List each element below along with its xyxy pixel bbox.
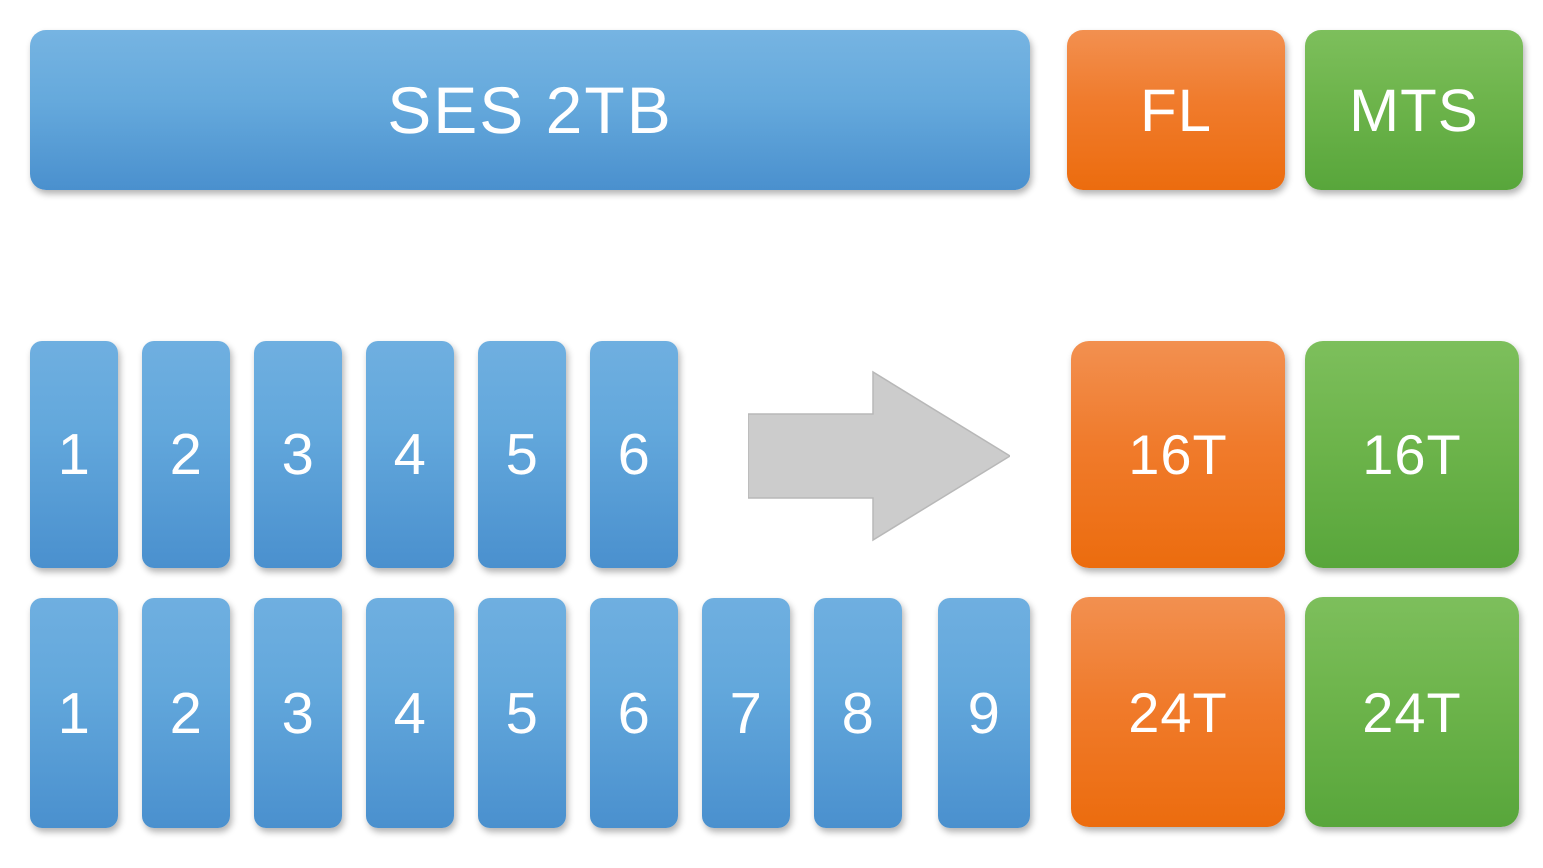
disk-tile[interactable]: 2 [142,341,230,568]
capacity-block-label: 16T [1362,423,1462,486]
disk-tile[interactable]: 9 [938,598,1030,828]
disk-tile-label: 2 [169,422,203,487]
disk-tile[interactable]: 1 [30,341,118,568]
disk-tile-label: 5 [505,422,539,487]
ses-capacity-bar-label: SES 2TB [387,73,673,147]
disk-tile-label: 4 [393,422,427,487]
capacity-block-orange-upper[interactable]: 16T [1071,341,1285,568]
disk-tile[interactable]: 4 [366,341,454,568]
disk-tile-label: 4 [393,680,427,746]
disk-tile-label: 1 [57,422,91,487]
ses-capacity-bar[interactable]: SES 2TB [30,30,1030,190]
disk-tile[interactable]: 3 [254,341,342,568]
disk-tile-label: 3 [281,422,315,487]
disk-tile-label: 6 [617,422,651,487]
disk-tile-label: 5 [505,680,539,746]
disk-tile-label: 6 [617,680,651,746]
capacity-block-orange-lower[interactable]: 24T [1071,597,1285,827]
disk-tile[interactable]: 8 [814,598,902,828]
capacity-block-green-lower[interactable]: 24T [1305,597,1519,827]
disk-tile[interactable]: 7 [702,598,790,828]
capacity-block-green-upper[interactable]: 16T [1305,341,1519,568]
tag-fl-label: FL [1139,76,1213,144]
tag-mts[interactable]: MTS [1305,30,1523,190]
disk-tile[interactable]: 2 [142,598,230,828]
right-arrow-icon [748,368,1010,544]
tag-mts-label: MTS [1349,76,1479,144]
right-arrow-shape [748,370,1010,542]
disk-tile-label: 1 [57,680,91,746]
capacity-block-label: 24T [1362,680,1462,744]
disk-tile-label: 3 [281,680,315,746]
disk-tile-label: 9 [967,680,1001,746]
capacity-block-label: 16T [1128,423,1228,486]
disk-tile[interactable]: 3 [254,598,342,828]
disk-tile[interactable]: 6 [590,598,678,828]
disk-tile[interactable]: 1 [30,598,118,828]
disk-tile-label: 2 [169,680,203,746]
disk-tile[interactable]: 4 [366,598,454,828]
disk-tile-label: 7 [729,680,763,746]
tag-fl[interactable]: FL [1067,30,1285,190]
disk-tile[interactable]: 5 [478,598,566,828]
disk-tile-label: 8 [841,680,875,746]
capacity-block-label: 24T [1128,680,1228,744]
disk-tile[interactable]: 5 [478,341,566,568]
disk-tile[interactable]: 6 [590,341,678,568]
